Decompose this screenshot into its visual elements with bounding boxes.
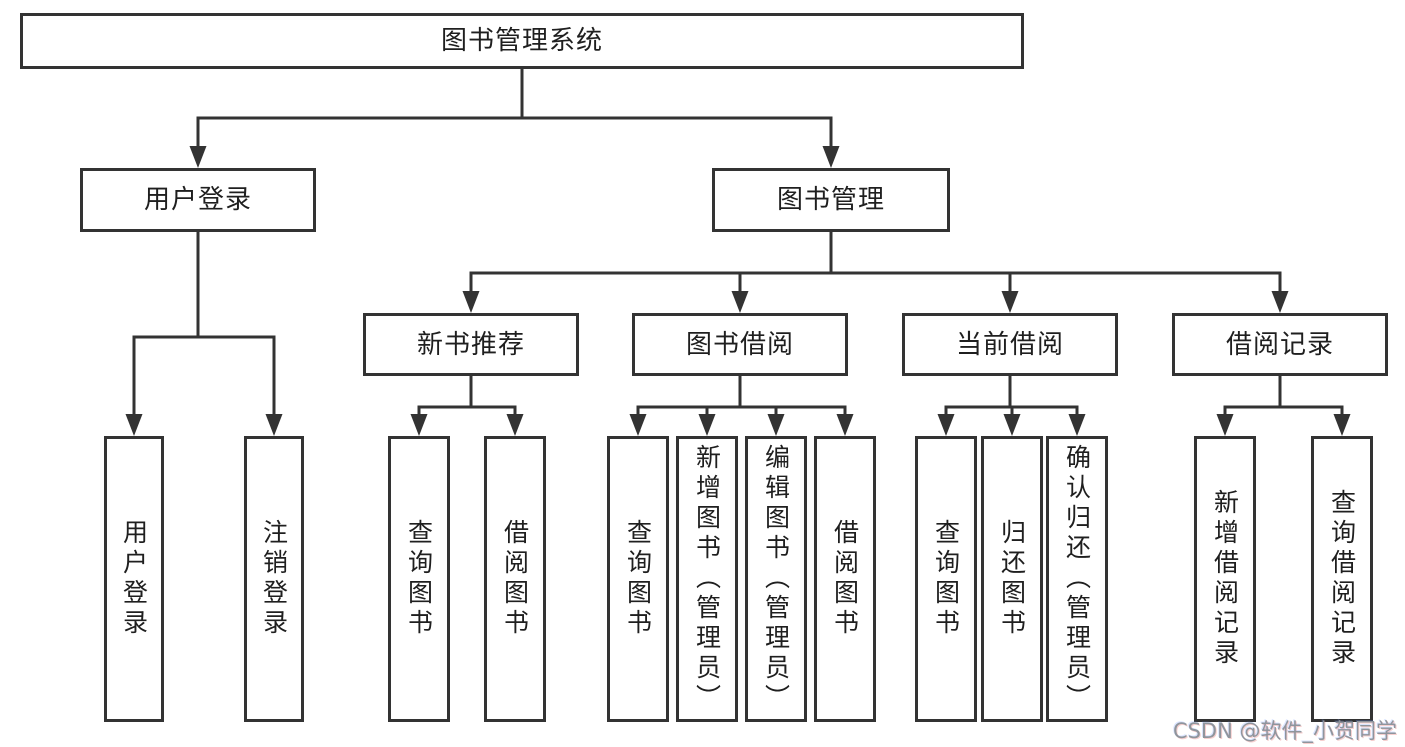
node-label: 新增借阅记录 [1210, 489, 1240, 669]
arrowheads [125, 146, 1351, 436]
node-label: 图书管理系统 [440, 26, 603, 56]
node-borrowing-records: 借阅记录 [1172, 313, 1388, 376]
leaf-query-borrow-record: 查询借阅记录 [1311, 436, 1373, 722]
arrowhead-icon [937, 414, 955, 436]
leaf-borrow-books-recommend: 借阅图书 [484, 436, 546, 722]
node-label: 确认归还（管理员） [1062, 444, 1092, 714]
leaf-borrow-books: 借阅图书 [814, 436, 876, 722]
arrowhead-icon [1333, 414, 1351, 436]
node-label: 借阅图书 [500, 519, 530, 639]
leaf-add-book-admin: 新增图书（管理员） [676, 436, 738, 722]
leaf-add-borrow-record: 新增借阅记录 [1194, 436, 1256, 722]
watermark-text: CSDN @软件_小贺同学 [1172, 719, 1397, 743]
node-label: 图书借阅 [685, 329, 794, 360]
leaf-edit-book-admin: 编辑图书（管理员） [745, 436, 807, 722]
node-label: 查询图书 [623, 519, 653, 639]
leaf-confirm-return-admin: 确认归还（管理员） [1046, 436, 1108, 722]
node-label: 查询图书 [931, 519, 961, 639]
leaf-query-books-recommend: 查询图书 [388, 436, 450, 722]
arrowhead-icon [731, 291, 749, 313]
node-book-management: 图书管理 [712, 168, 950, 232]
node-book-borrowing: 图书借阅 [632, 313, 848, 376]
node-label: 注销登录 [259, 519, 289, 639]
arrowhead-icon [462, 291, 480, 313]
leaf-query-books-borrow: 查询图书 [607, 436, 669, 722]
node-label: 归还图书 [997, 519, 1027, 639]
node-label: 新书推荐 [416, 329, 525, 360]
node-label: 借阅记录 [1225, 329, 1334, 360]
node-label: 图书管理 [776, 185, 885, 215]
leaf-query-books-current: 查询图书 [915, 436, 977, 722]
arrowhead-icon [506, 414, 524, 436]
node-label: 用户登录 [119, 519, 149, 639]
arrowhead-icon [1271, 291, 1289, 313]
arrowhead-icon [1001, 291, 1019, 313]
node-label: 用户登录 [143, 185, 252, 215]
node-new-book-recommendation: 新书推荐 [363, 313, 579, 376]
node-library-management-system: 图书管理系统 [20, 13, 1024, 69]
node-label: 当前借阅 [955, 329, 1064, 360]
arrowhead-icon [836, 414, 854, 436]
leaf-logout: 注销登录 [244, 436, 304, 722]
arrowhead-icon [189, 146, 207, 168]
node-user-login: 用户登录 [80, 168, 316, 232]
arrowhead-icon [698, 414, 716, 436]
arrowhead-icon [629, 414, 647, 436]
arrowhead-icon [1216, 414, 1234, 436]
arrowhead-icon [767, 414, 785, 436]
arrowhead-icon [1003, 414, 1021, 436]
node-label: 编辑图书（管理员） [761, 444, 791, 714]
node-label: 查询借阅记录 [1327, 489, 1357, 669]
arrowhead-icon [822, 146, 840, 168]
node-label: 借阅图书 [830, 519, 860, 639]
arrowhead-icon [265, 414, 283, 436]
node-current-borrowing: 当前借阅 [902, 313, 1118, 376]
arrowhead-icon [410, 414, 428, 436]
leaf-user-login: 用户登录 [104, 436, 164, 722]
arrowhead-icon [125, 414, 143, 436]
leaf-return-books: 归还图书 [981, 436, 1043, 722]
node-label: 查询图书 [404, 519, 434, 639]
arrowhead-icon [1068, 414, 1086, 436]
tree-edge-lines [132, 67, 1344, 418]
node-label: 新增图书（管理员） [692, 444, 722, 714]
